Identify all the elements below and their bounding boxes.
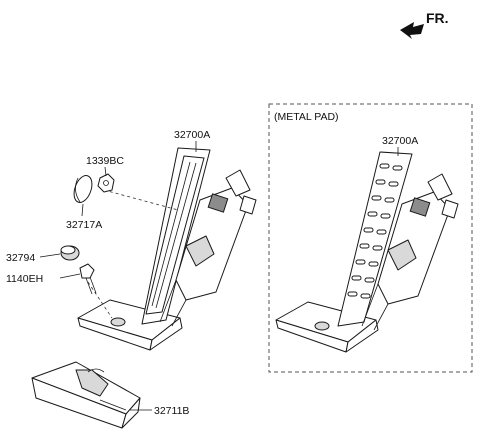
- bolt-part: [79, 263, 97, 295]
- part-label-pedal-main: 32700A: [174, 129, 210, 141]
- forward-arrow-icon: [400, 22, 424, 39]
- pedal-assembly-standard: [77, 147, 257, 351]
- pedal-assembly-metal-pad: [275, 151, 459, 353]
- base-boss: [110, 317, 126, 327]
- part-label-nut: 1339BC: [86, 155, 124, 167]
- metal-pedal-arm: [337, 151, 413, 327]
- assembly-guide-line: [103, 189, 179, 211]
- cap-part: [73, 175, 93, 203]
- assembly-guide-line: [87, 281, 113, 319]
- nut-part: [97, 173, 115, 193]
- orientation-label: FR.: [426, 10, 449, 26]
- metal-pad-studs: [347, 163, 403, 299]
- variant-box-title: (METAL PAD): [274, 111, 339, 123]
- part-label-stopper: 32794: [6, 252, 35, 264]
- pedal-connector: [225, 169, 251, 197]
- bracket-part: [31, 361, 141, 429]
- part-label-cap: 32717A: [66, 219, 102, 231]
- stopper-part: [60, 245, 80, 261]
- part-label-bolt: 1140EH: [6, 273, 43, 285]
- part-label-bracket: 32711B: [154, 405, 189, 417]
- part-label-pedal-metal: 32700A: [382, 135, 418, 147]
- metal-pedal-connector: [427, 173, 453, 201]
- metal-pad-variant-box: [268, 103, 473, 373]
